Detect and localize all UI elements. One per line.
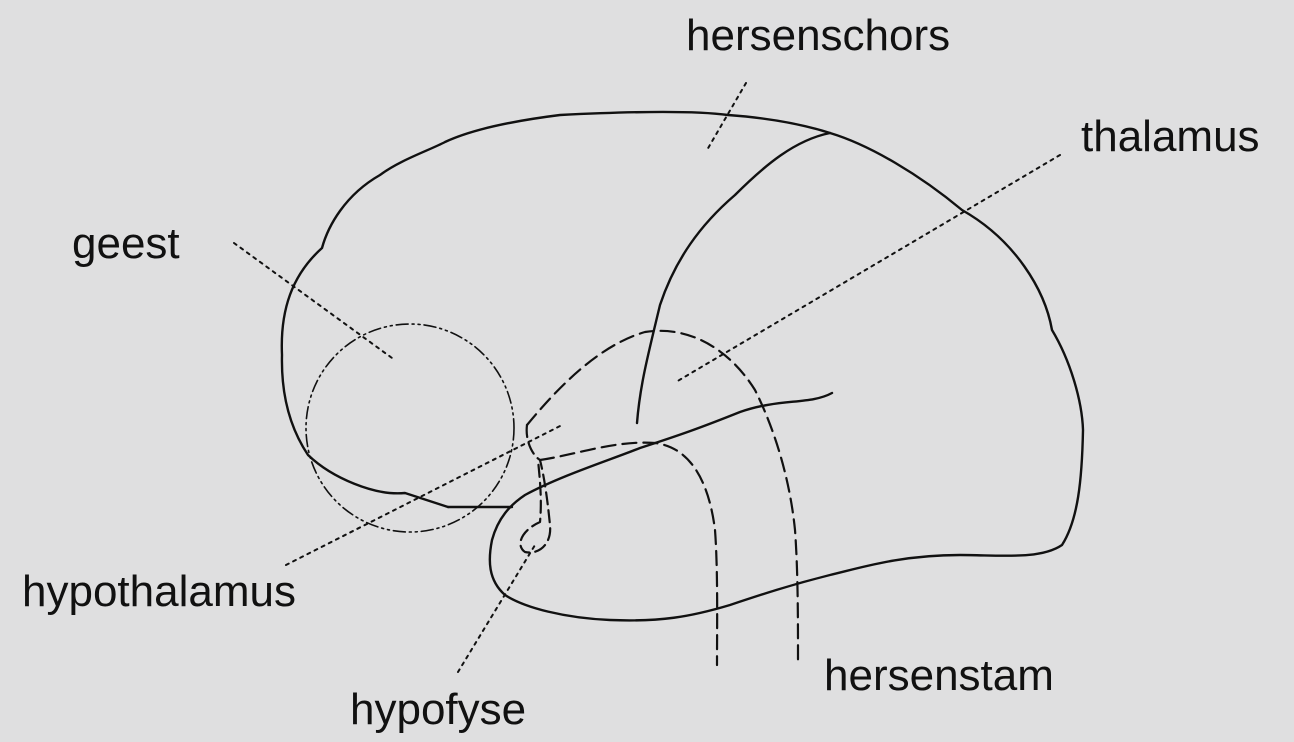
leader-hypothalamus [286,425,562,565]
brain-outline [282,112,1083,620]
label-thalamus: thalamus [1081,115,1260,159]
label-hersenschors: hersenschors [686,14,950,58]
thalamus-outline [527,331,798,662]
label-geest: geest [72,222,180,266]
leader-hypofyse [458,545,535,672]
label-hersenstam: hersenstam [824,654,1054,698]
leader-geest [234,243,392,358]
geest-circle [306,324,514,532]
central-fissure [637,133,830,423]
leader-thalamus [676,155,1060,382]
label-hypofyse: hypofyse [350,688,526,732]
label-hypothalamus: hypothalamus [22,570,296,614]
